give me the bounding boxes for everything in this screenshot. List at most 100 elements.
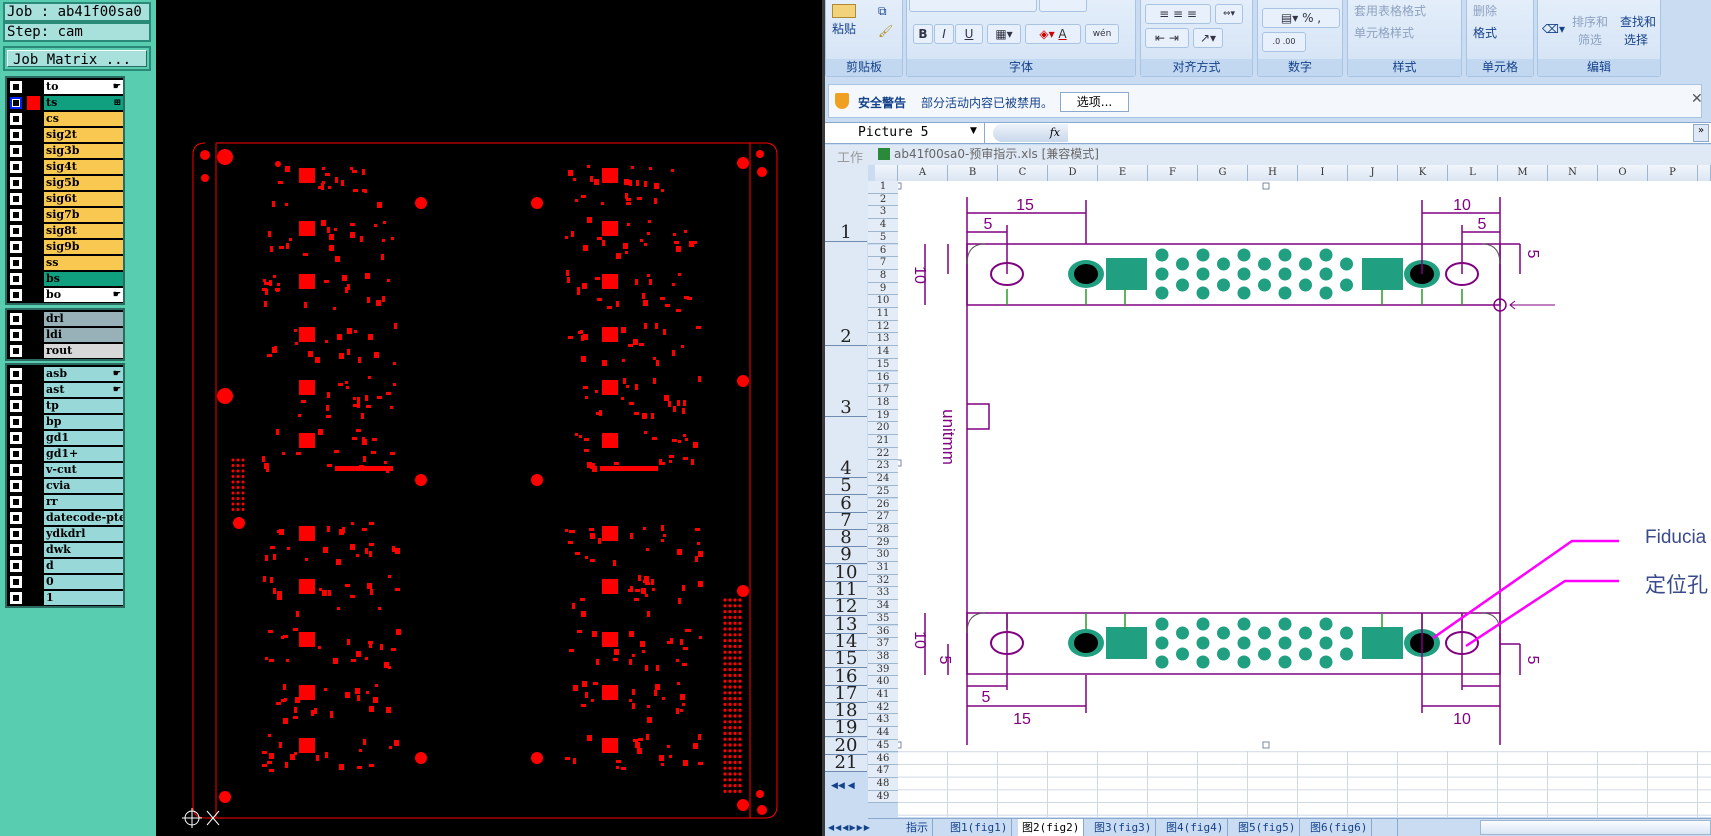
delete-button[interactable]: 删除: [1473, 4, 1498, 18]
sheet-tab[interactable]: 图1(fig1): [946, 819, 1013, 836]
layer-row-sig2t[interactable]: sig2t: [7, 127, 123, 143]
layer-checkbox[interactable]: [10, 81, 22, 93]
row-header[interactable]: 34: [868, 600, 898, 613]
row-header[interactable]: 48: [868, 777, 898, 791]
find-button[interactable]: 查找和: [1620, 15, 1657, 29]
font-color-button[interactable]: A: [1058, 27, 1067, 41]
row-header[interactable]: 36: [868, 625, 898, 639]
layer-name[interactable]: asb☛: [44, 367, 123, 381]
layer-name[interactable]: datecode-pte: [44, 511, 123, 525]
layer-row-bp[interactable]: bp: [7, 414, 123, 430]
layer-checkbox[interactable]: [10, 113, 22, 125]
outer-row-header[interactable]: 14: [825, 633, 867, 651]
row-header[interactable]: 49: [868, 790, 898, 804]
layer-name[interactable]: cvia: [44, 479, 123, 493]
layer-name[interactable]: gd1: [44, 431, 123, 445]
layer-row-ts[interactable]: ts⊞: [7, 95, 123, 111]
layer-checkbox[interactable]: [10, 544, 22, 556]
underline-button[interactable]: U: [955, 24, 983, 44]
layer-name[interactable]: sig4t: [44, 160, 123, 174]
layer-row-v-cut[interactable]: v-cut: [7, 462, 123, 478]
layer-name[interactable]: sig5b: [44, 176, 123, 190]
layer-checkbox[interactable]: [10, 368, 22, 380]
layer-checkbox[interactable]: [10, 225, 22, 237]
row-header[interactable]: 45: [868, 739, 898, 753]
layer-checkbox[interactable]: [10, 193, 22, 205]
layer-name[interactable]: v-cut: [44, 463, 123, 477]
outer-row-header[interactable]: 9: [825, 547, 867, 565]
layer-checkbox[interactable]: [10, 161, 22, 173]
layer-name[interactable]: d: [44, 559, 123, 573]
layer-row-sig9b[interactable]: sig9b: [7, 239, 123, 255]
row-header[interactable]: 22: [868, 447, 898, 461]
layer-checkbox[interactable]: [10, 177, 22, 189]
layer-name[interactable]: bp: [44, 415, 123, 429]
outer-row-header[interactable]: 1: [825, 165, 867, 242]
row-header[interactable]: 8: [868, 269, 898, 283]
column-header-C[interactable]: C: [998, 165, 1048, 181]
layer-row-d[interactable]: d: [7, 558, 123, 574]
layer-checkbox[interactable]: [10, 209, 22, 221]
row-header[interactable]: 28: [868, 523, 898, 537]
column-header-H[interactable]: H: [1248, 165, 1298, 181]
layer-name[interactable]: rr: [44, 495, 123, 509]
name-box[interactable]: Picture 5: [825, 123, 985, 143]
format-button[interactable]: 格式: [1473, 26, 1498, 40]
copy-icon[interactable]: ⧉: [878, 4, 887, 18]
column-header-F[interactable]: F: [1148, 165, 1198, 181]
layer-row-sig7b[interactable]: sig7b: [7, 207, 123, 223]
outer-row-header[interactable]: 10: [825, 564, 867, 582]
select-all-corner[interactable]: [875, 165, 898, 181]
resize-handle[interactable]: [1262, 182, 1270, 190]
column-header-M[interactable]: M: [1498, 165, 1548, 181]
column-header-O[interactable]: O: [1598, 165, 1648, 181]
column-header-P[interactable]: P: [1648, 165, 1698, 181]
outer-row-header[interactable]: 16: [825, 668, 867, 686]
sheet-tab[interactable]: 图4(fig4): [1162, 819, 1229, 836]
row-header[interactable]: 9: [868, 282, 898, 296]
outer-row-header[interactable]: 18: [825, 702, 867, 721]
close-icon[interactable]: ✕: [1691, 91, 1703, 107]
layer-row-ldi[interactable]: ldi: [7, 327, 123, 343]
layer-row-sig4t[interactable]: sig4t: [7, 159, 123, 175]
paste-button[interactable]: 粘贴: [832, 22, 857, 36]
column-header-N[interactable]: N: [1548, 165, 1598, 181]
row-header[interactable]: 38: [868, 650, 898, 664]
outer-row-header[interactable]: 4: [825, 417, 867, 478]
layer-checkbox[interactable]: [10, 289, 22, 301]
row-header[interactable]: 3: [868, 206, 898, 220]
row-header[interactable]: 21: [868, 435, 898, 448]
row-header[interactable]: 6: [868, 244, 898, 258]
outer-row-header[interactable]: 7: [825, 512, 867, 530]
row-header[interactable]: 44: [868, 727, 898, 740]
layer-row-bo[interactable]: bo☛: [7, 287, 123, 303]
bold-button[interactable]: B: [913, 24, 933, 44]
row-header[interactable]: 43: [868, 714, 898, 728]
layer-row-datecode-pte[interactable]: datecode-pte: [7, 510, 123, 526]
row-header[interactable]: 27: [868, 511, 898, 524]
row-header[interactable]: 15: [868, 358, 898, 372]
cell-style-button[interactable]: 单元格样式: [1354, 26, 1415, 40]
sheet-nav-buttons[interactable]: ◀◀◀▶▶▶: [828, 823, 871, 832]
layer-row-sig6t[interactable]: sig6t: [7, 191, 123, 207]
number-format-buttons[interactable]: ▤▾ % ,: [1262, 8, 1340, 28]
column-header-L[interactable]: L: [1448, 165, 1498, 181]
layer-checkbox[interactable]: [10, 345, 22, 357]
resize-handle[interactable]: [898, 459, 902, 467]
outer-row-header[interactable]: 20: [825, 737, 867, 755]
layer-row-gd1+[interactable]: gd1+: [7, 446, 123, 462]
column-header-E[interactable]: E: [1098, 165, 1148, 181]
sheet-tab-partial[interactable]: [1378, 819, 1398, 836]
chevron-down-icon[interactable]: ▼: [970, 126, 977, 136]
layer-checkbox[interactable]: [10, 416, 22, 428]
sheet-tab[interactable]: 图5(fig5): [1234, 819, 1301, 836]
layer-name[interactable]: 0: [44, 575, 123, 589]
row-header[interactable]: 46: [868, 752, 898, 766]
job-matrix-label[interactable]: Job Matrix ...: [7, 50, 147, 68]
outer-row-header[interactable]: 19: [825, 720, 867, 738]
fill-color-button[interactable]: ◈▾ A: [1025, 24, 1081, 44]
layer-row-ydkdrl[interactable]: ydkdrl: [7, 526, 123, 542]
layer-checkbox[interactable]: [10, 592, 22, 604]
row-header[interactable]: 7: [868, 257, 898, 270]
